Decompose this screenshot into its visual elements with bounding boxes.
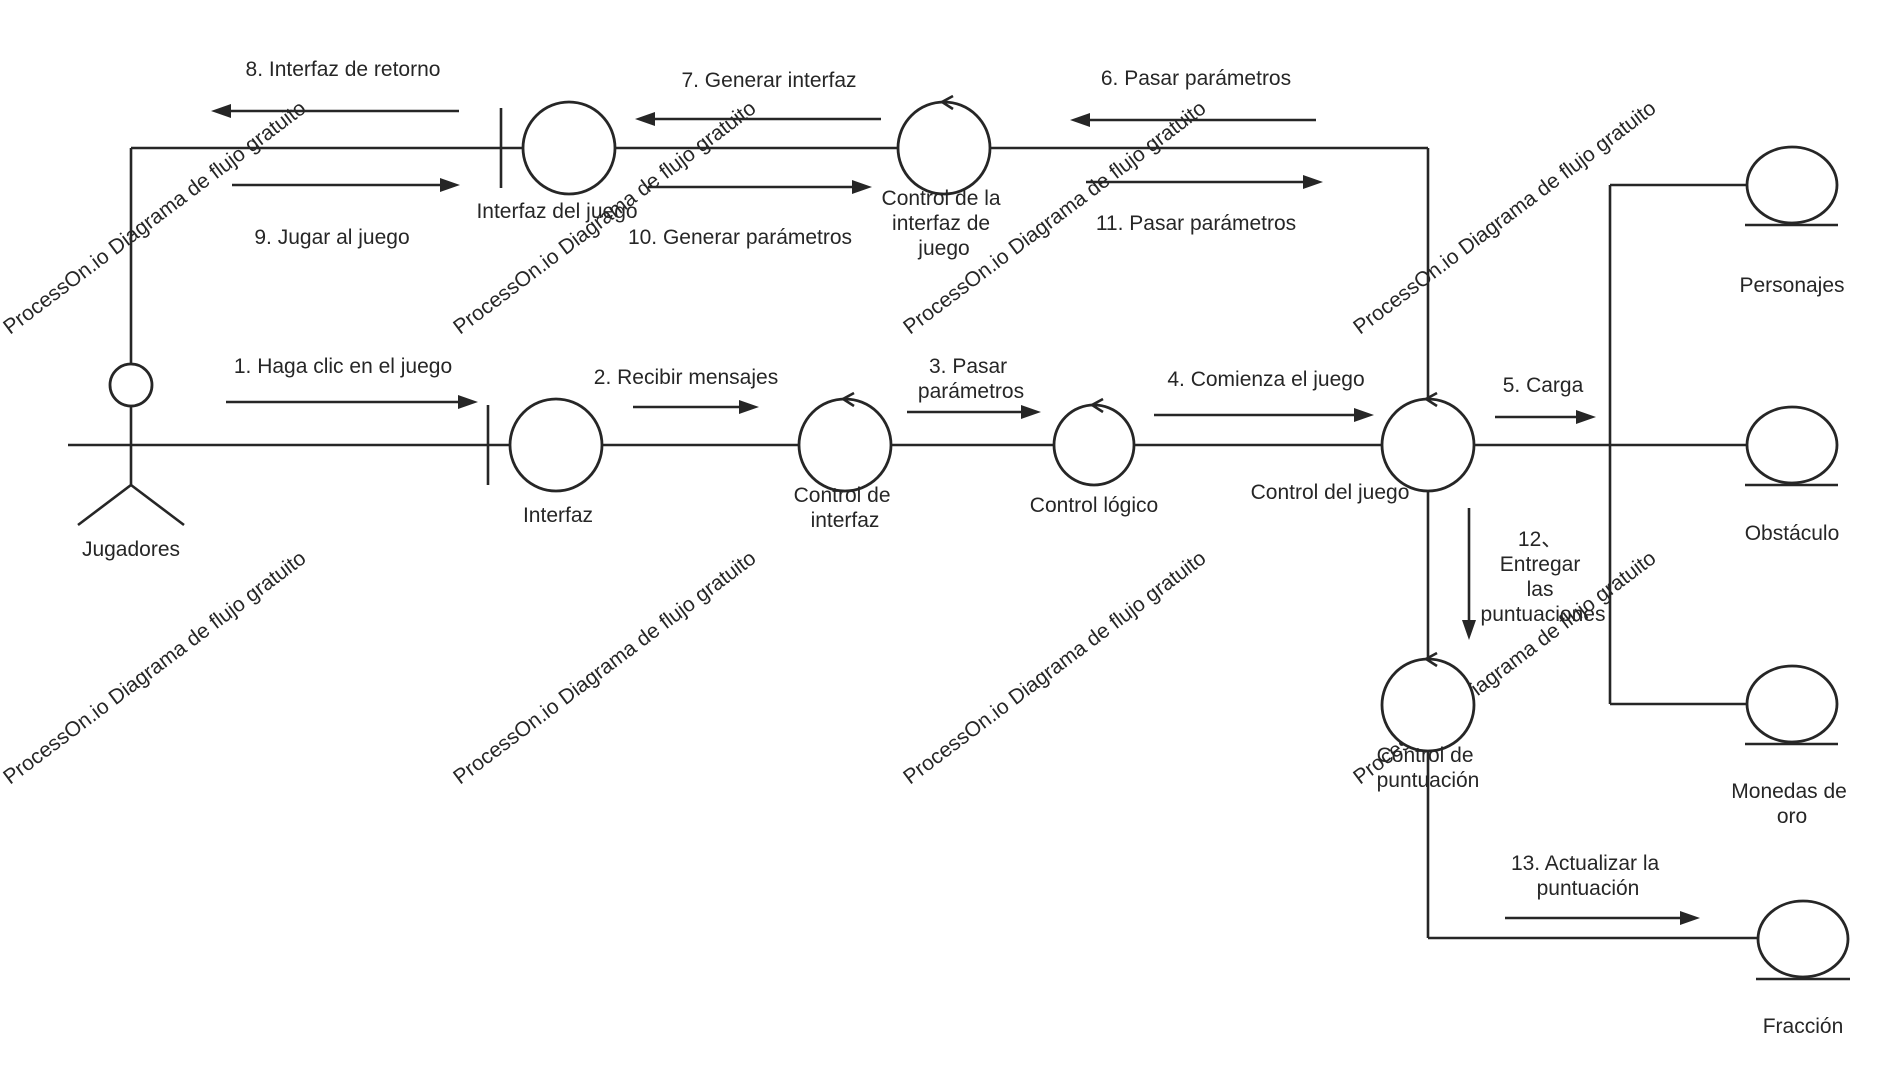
message-arrow-13-head: [1680, 911, 1700, 925]
control-circle: [1380, 397, 1476, 493]
boundary-interfaz-del-juego: Interfaz del juego: [476, 100, 638, 223]
control-label: Control de interfaz: [794, 484, 897, 532]
boundary-label: Interfaz: [523, 504, 593, 527]
entity-personajes: Personajes: [1739, 145, 1845, 297]
message-arrow-9-head: [440, 178, 460, 192]
control-arrow-mark: [1423, 651, 1438, 668]
watermark-6: ProcessOn.io Diagrama de flujo gratuito: [449, 547, 760, 789]
connections: [129, 146, 1760, 940]
control-arrow-mark: [939, 94, 954, 111]
message-arrow-6-head: [1070, 113, 1090, 127]
boundary-circle: [521, 100, 617, 196]
entity-circle: [1756, 899, 1850, 979]
message-arrow-1-head: [458, 395, 478, 409]
boundary-circle: [508, 397, 604, 493]
message-label-5: 5. Carga: [1503, 374, 1584, 397]
entity-label: Monedas de oro: [1731, 780, 1852, 828]
entity-circle: [1745, 405, 1839, 485]
control-circle: [896, 100, 992, 196]
control-label: Control de la interfaz de juego: [882, 187, 1007, 260]
entity-label: Obstáculo: [1745, 522, 1840, 545]
control-label: Control del juego: [1251, 481, 1410, 504]
message-labels: 1. Haga clic en el juego 2. Recibir mens…: [234, 58, 1665, 900]
entity-obstaculo: Obstáculo: [1745, 405, 1840, 545]
entity-fraccion: Fracción: [1756, 899, 1850, 1038]
message-arrow-4-head: [1354, 408, 1374, 422]
control-circle: [797, 397, 893, 493]
message-label-11: 11. Pasar parámetros: [1096, 212, 1296, 235]
message-label-7: 7. Generar interfaz: [681, 69, 856, 92]
message-label-6: 6. Pasar parámetros: [1101, 67, 1291, 90]
actor-label: Jugadores: [82, 538, 180, 561]
watermark-7: ProcessOn.io Diagrama de flujo gratuito: [899, 547, 1210, 789]
watermark-4: ProcessOn.io Diagrama de flujo gratuito: [1349, 97, 1660, 339]
message-arrow-10-head: [852, 180, 872, 194]
entity-label: Fracción: [1763, 1015, 1844, 1038]
control-arrow-mark: [840, 391, 855, 408]
watermark-5: ProcessOn.io Diagrama de flujo gratuito: [0, 547, 310, 789]
control-circle: [1052, 403, 1136, 487]
control-label: Control lógico: [1030, 494, 1158, 517]
control-puntuacion: Control de puntuación: [1377, 651, 1480, 792]
message-label-3: 3. Pasar parámetros: [918, 355, 1024, 403]
message-label-12: 12、 Entregar las puntuaciones: [1481, 528, 1606, 626]
actor-leg-right: [130, 483, 185, 527]
message-arrow-11-head: [1303, 175, 1323, 189]
boundary-interfaz: Interfaz: [486, 397, 604, 527]
actor-jugadores: Jugadores: [68, 362, 196, 561]
message-arrows: [211, 104, 1700, 925]
message-label-2: 2. Recibir mensajes: [594, 366, 778, 389]
message-label-10: 10. Generar parámetros: [628, 226, 852, 249]
message-label-9: 9. Jugar al juego: [254, 226, 409, 249]
message-arrow-2-head: [739, 400, 759, 414]
entity-circle: [1745, 145, 1839, 225]
control-circle: [1380, 657, 1476, 753]
message-arrow-3-head: [1021, 405, 1041, 419]
message-arrow-5-head: [1576, 410, 1596, 424]
boundary-label: Interfaz del juego: [476, 200, 637, 223]
entity-label: Personajes: [1739, 274, 1844, 297]
control-arrow-mark: [1089, 397, 1104, 414]
message-arrow-12-head: [1462, 620, 1476, 640]
actor-leg-left: [77, 483, 132, 527]
entity-circle: [1745, 664, 1839, 744]
control-label: Control de puntuación: [1377, 744, 1480, 792]
control-interfaz-juego: Control de la interfaz de juego: [882, 94, 1007, 260]
message-arrow-8-head: [211, 104, 231, 118]
message-label-1: 1. Haga clic en el juego: [234, 355, 452, 378]
message-label-8: 8. Interfaz de retorno: [246, 58, 441, 81]
message-arrow-7-head: [635, 112, 655, 126]
control-arrow-mark: [1423, 391, 1438, 408]
control-logico: Control lógico: [1030, 397, 1158, 517]
control-interfaz: Control de interfaz: [794, 391, 897, 532]
watermark-1: ProcessOn.io Diagrama de flujo gratuito: [0, 97, 310, 339]
message-label-4: 4. Comienza el juego: [1167, 368, 1364, 391]
actor-head: [108, 362, 154, 408]
entity-monedas: Monedas de oro: [1731, 664, 1852, 828]
control-juego: Control del juego: [1251, 391, 1476, 504]
message-label-13: 13. Actualizar la puntuación: [1511, 852, 1665, 900]
